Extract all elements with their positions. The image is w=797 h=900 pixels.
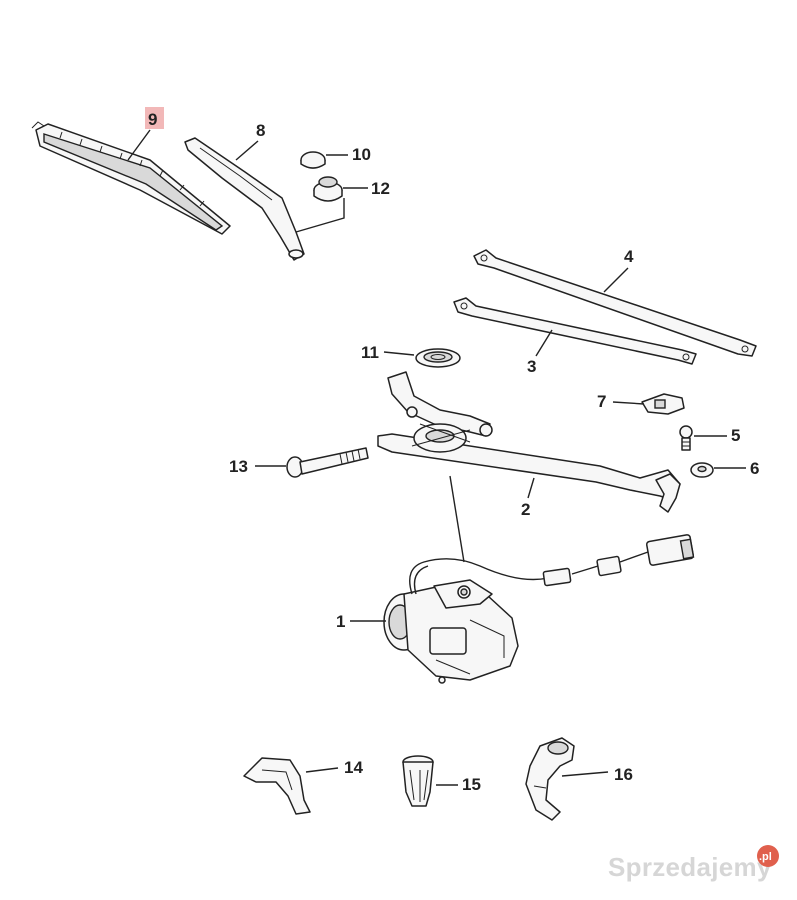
- nut-part: [313, 176, 343, 202]
- bracket-part: [243, 757, 311, 815]
- callout-2: 2: [521, 500, 530, 519]
- leader-2: [527, 477, 535, 499]
- callout-3: 3: [527, 357, 536, 376]
- leader-3: [535, 329, 553, 357]
- leader-8: [235, 140, 259, 161]
- callout-8: 8: [256, 121, 265, 140]
- leader-16: [561, 771, 609, 777]
- callout-6: 6: [750, 459, 759, 478]
- leader-11: [383, 351, 415, 356]
- leader-7: [612, 401, 645, 405]
- ball-stud-part: [679, 425, 693, 451]
- callout-7: 7: [597, 392, 606, 411]
- callout-16: 16: [614, 765, 633, 784]
- leader-9: [127, 129, 151, 161]
- callout-15: 15: [462, 775, 481, 794]
- cap-part: [300, 151, 326, 169]
- wiper-motor-part: [383, 579, 519, 684]
- watermark-logo: Sprzedajemy .pl: [608, 845, 779, 882]
- link-rod-3-part: [453, 297, 697, 365]
- wiper-arm-part: [184, 137, 305, 261]
- callout-9: 9: [148, 110, 157, 129]
- callout-4: 4: [624, 247, 634, 266]
- highlight-box: [145, 107, 164, 129]
- callout-11: 11: [361, 343, 379, 362]
- duct-part: [525, 737, 575, 821]
- watermark-text: Sprzedajemy: [608, 852, 772, 882]
- watermark-badge: [757, 845, 779, 867]
- callout-14: 14: [344, 758, 363, 777]
- leader-4: [603, 267, 629, 293]
- watermark-badge-text: .pl: [759, 851, 772, 863]
- callout-5: 5: [731, 426, 740, 445]
- clip-part: [641, 393, 685, 415]
- washer-part: [690, 462, 714, 478]
- callout-10: 10: [352, 145, 371, 164]
- callout-12: 12: [371, 179, 390, 198]
- callout-13: 13: [229, 457, 248, 476]
- seal-ring-part: [415, 348, 461, 368]
- grommet-part: [402, 755, 434, 807]
- leader-14: [305, 767, 339, 773]
- link-rod-4-part: [473, 249, 757, 357]
- wiper-blade-part: [31, 121, 231, 235]
- motor-cable: [409, 534, 695, 595]
- leader-frame-motor: [449, 475, 465, 563]
- leader-arm-nut: [295, 198, 345, 233]
- callout-1: 1: [336, 612, 345, 631]
- bolt-part: [286, 447, 369, 478]
- linkage-frame-part: [377, 371, 681, 513]
